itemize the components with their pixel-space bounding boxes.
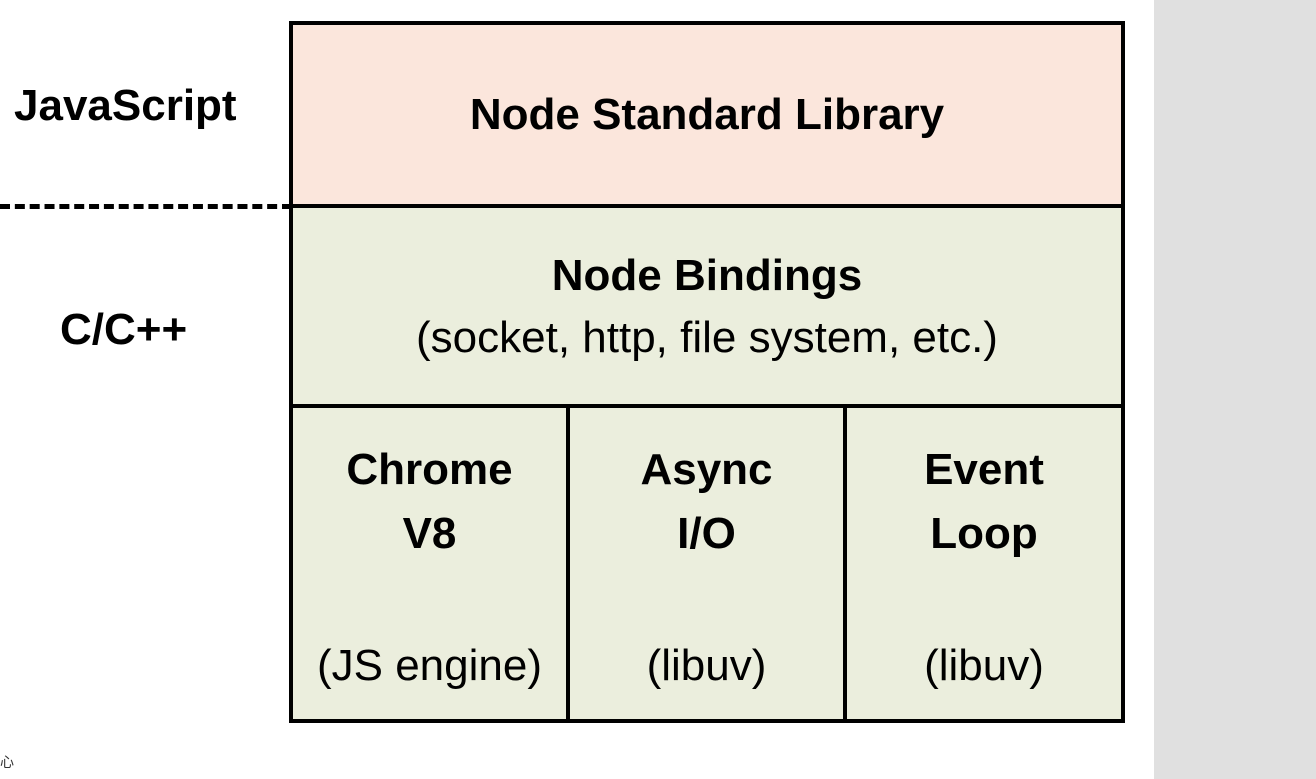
layer-divider bbox=[0, 204, 292, 209]
node-standard-library-block: Node Standard Library bbox=[293, 25, 1121, 208]
event-loop-title-line1: Event bbox=[924, 445, 1044, 494]
event-loop-block: Event Loop (libuv) bbox=[847, 408, 1121, 719]
node-standard-library-title: Node Standard Library bbox=[469, 89, 945, 139]
javascript-layer-label: JavaScript bbox=[14, 81, 237, 130]
node-architecture-stack: Node Standard Library Node Bindings (soc… bbox=[289, 21, 1125, 723]
chrome-v8-title-line2: V8 bbox=[402, 509, 457, 558]
side-panel bbox=[1154, 0, 1316, 779]
event-loop-note: (libuv) bbox=[924, 641, 1044, 690]
event-loop-title-line2: Loop bbox=[930, 509, 1038, 558]
node-bindings-block: Node Bindings (socket, http, file system… bbox=[293, 208, 1121, 408]
chrome-v8-title-line1: Chrome bbox=[346, 445, 513, 494]
async-io-note: (libuv) bbox=[646, 641, 767, 690]
node-bindings-subtitle: (socket, http, file system, etc.) bbox=[416, 313, 998, 362]
chrome-v8-block: Chrome V8 (JS engine) bbox=[293, 408, 570, 719]
corner-text: 心 bbox=[0, 755, 14, 771]
async-io-block: Async I/O (libuv) bbox=[570, 408, 847, 719]
chrome-v8-note: (JS engine) bbox=[316, 641, 542, 690]
cpp-layer-label: C/C++ bbox=[60, 305, 188, 354]
async-io-title-line2: I/O bbox=[677, 509, 736, 558]
async-io-title-line1: Async bbox=[640, 445, 773, 494]
node-bindings-title: Node Bindings bbox=[551, 251, 863, 300]
